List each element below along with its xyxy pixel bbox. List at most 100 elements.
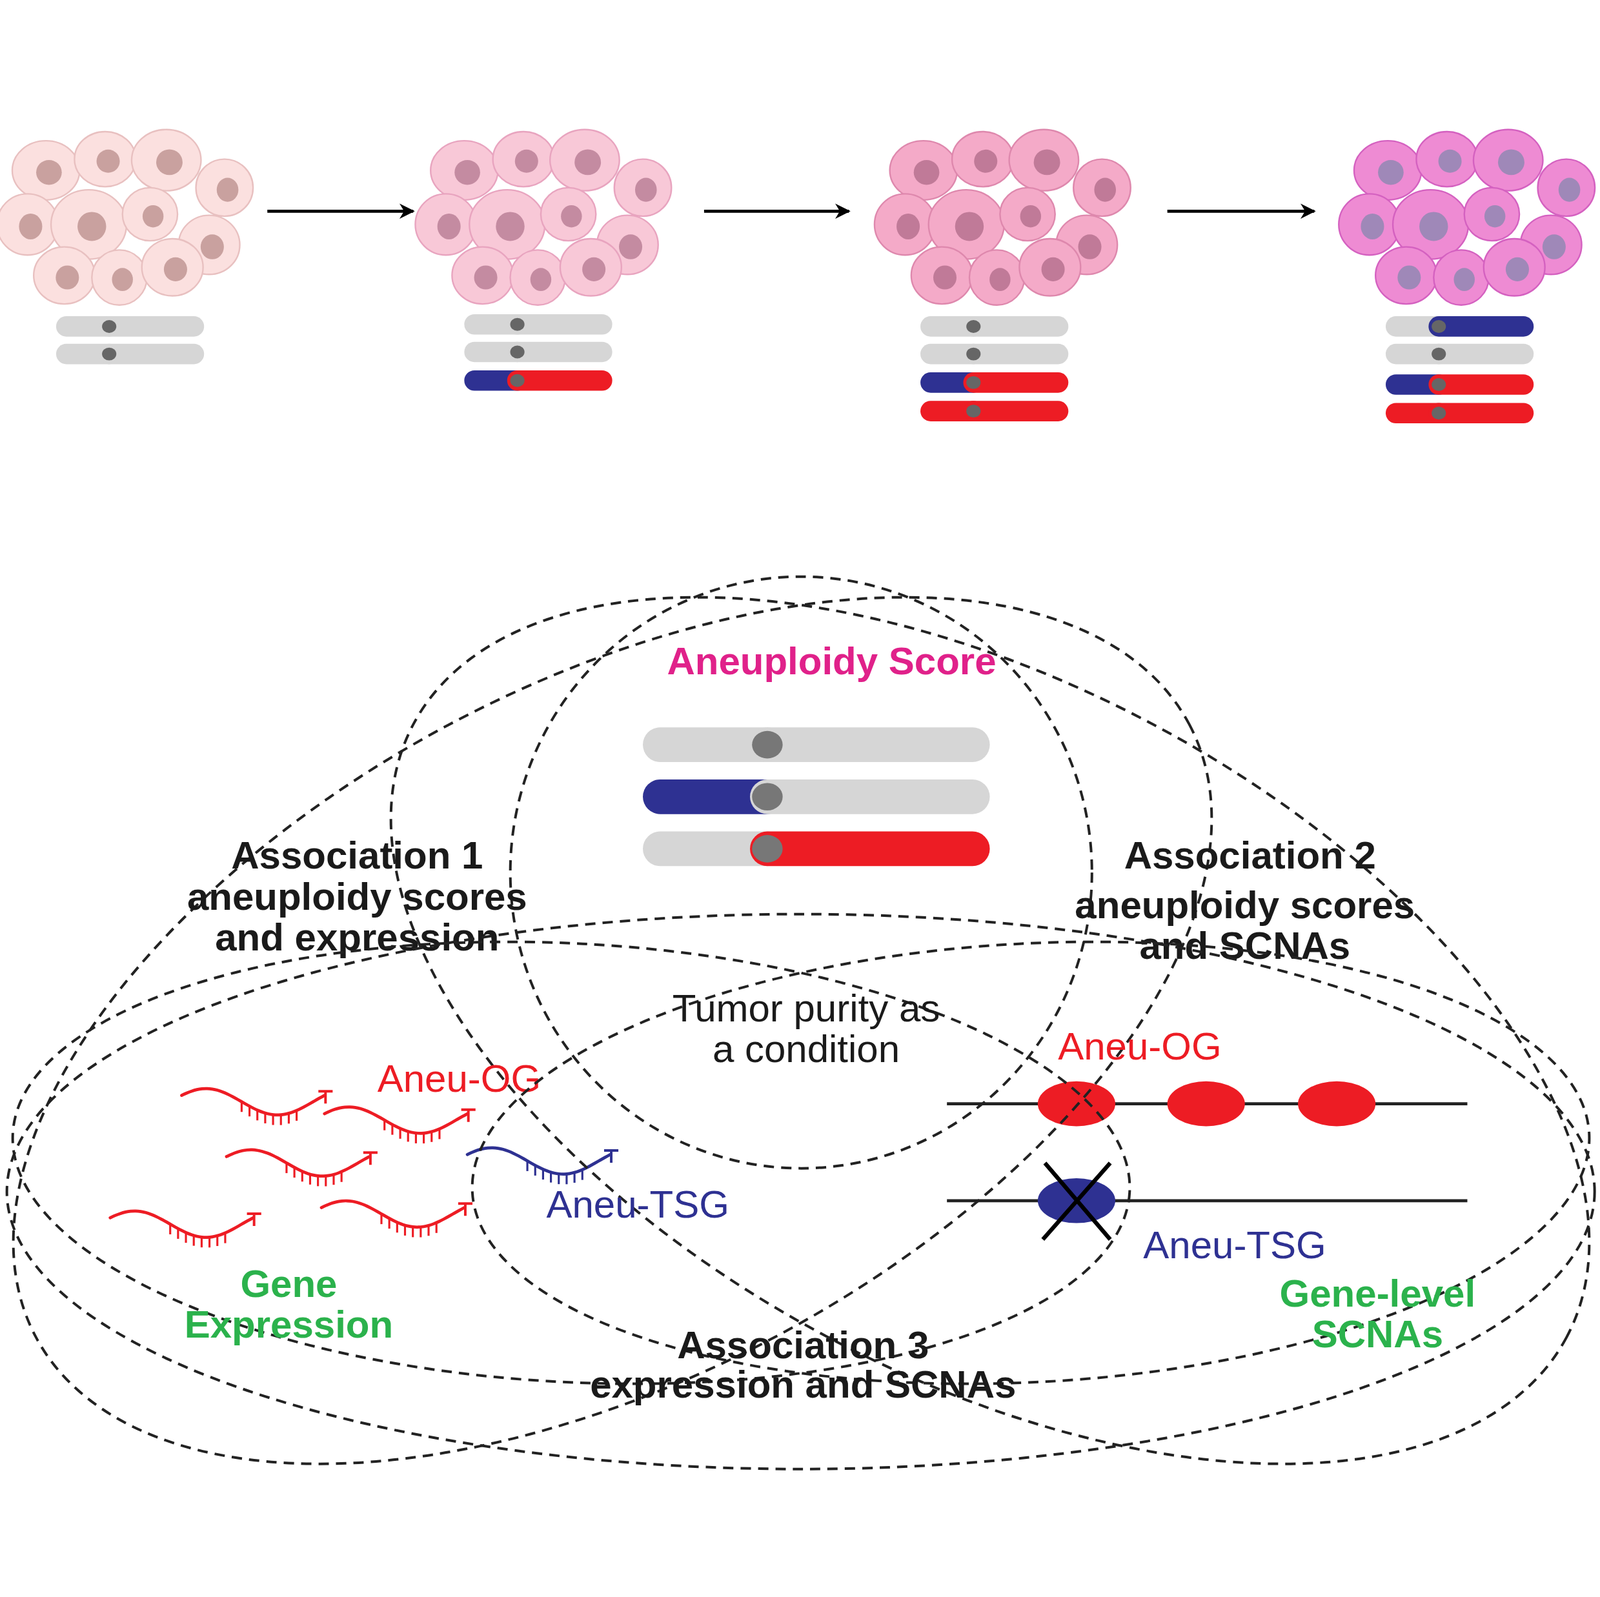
rna-strand — [321, 1201, 465, 1228]
rna-base — [316, 1176, 319, 1187]
cell — [1354, 140, 1422, 201]
nucleus — [36, 160, 62, 186]
rna-base — [435, 1223, 438, 1234]
chromosome-arm — [962, 344, 1069, 365]
nucleus — [18, 213, 42, 240]
rna-cap — [604, 1150, 619, 1164]
cell — [560, 238, 622, 297]
chromosome-arm — [1428, 316, 1534, 337]
centromere — [751, 782, 783, 811]
nucleus — [560, 205, 582, 228]
gene-class-label: Aneu-OG — [377, 1058, 541, 1100]
chromosome-arm — [98, 344, 204, 365]
chromosome-arm — [962, 316, 1069, 337]
chromosome-arm — [1428, 344, 1534, 365]
cell — [540, 187, 596, 241]
rna-base — [263, 1113, 266, 1124]
cell — [1538, 159, 1596, 217]
chromosome-arm — [749, 779, 991, 815]
rna-base — [295, 1110, 298, 1122]
cell — [1433, 249, 1489, 305]
rna-base — [407, 1132, 410, 1143]
nucleus — [582, 257, 606, 282]
cell — [874, 193, 936, 255]
rna-base — [192, 1235, 195, 1247]
cell — [1019, 238, 1081, 297]
cell — [1473, 129, 1544, 192]
rna-base — [411, 1227, 414, 1238]
rna-transcript — [321, 1201, 473, 1238]
rna-base — [340, 1172, 343, 1183]
rna-base — [430, 1132, 433, 1143]
cell — [74, 131, 136, 187]
cell — [951, 131, 1014, 187]
nucleus — [989, 267, 1011, 292]
progression-arrow — [704, 209, 850, 213]
rna-strand — [110, 1211, 254, 1238]
nucleus — [574, 149, 601, 175]
nucleus — [111, 267, 133, 292]
progression-arrow — [267, 209, 414, 213]
chromosome-arm — [749, 727, 991, 763]
rna-base — [287, 1113, 290, 1125]
rna-base — [280, 1115, 283, 1126]
cell — [1338, 193, 1400, 255]
amplified-gene — [1297, 1081, 1376, 1127]
nucleus — [200, 234, 224, 260]
nucleus — [1093, 177, 1116, 202]
rna-base — [396, 1222, 399, 1233]
scna-ellipse: Aneu-OGAneu-TSGGene-level SCNAs — [464, 933, 1598, 1393]
association-text: aneuploidy scores and SCNAs — [1057, 884, 1433, 967]
rna-base — [184, 1232, 187, 1244]
dna-line — [946, 1199, 1468, 1203]
association-title: Association 3 — [677, 1324, 929, 1366]
nucleus — [55, 265, 79, 290]
rna-base — [301, 1171, 304, 1182]
chromosome — [1385, 402, 1534, 424]
rna-base — [388, 1218, 391, 1229]
rna-base — [332, 1174, 335, 1185]
chromosome — [642, 727, 991, 763]
chromosome — [464, 370, 612, 392]
centromere — [1431, 320, 1446, 334]
nucleus — [77, 211, 106, 241]
rna-base — [380, 1214, 383, 1225]
chromosome-arm — [507, 370, 613, 392]
rna-strand — [324, 1107, 468, 1135]
amplified-gene — [1167, 1081, 1246, 1127]
score-title: Aneuploidy Score — [666, 640, 996, 682]
nucleus — [1542, 234, 1566, 260]
rna-cap — [461, 1110, 476, 1123]
cell — [614, 159, 672, 217]
cell — [430, 140, 498, 201]
rna-base — [169, 1224, 172, 1235]
condition-note: Tumor purity as a condition — [662, 988, 950, 1070]
chromosome-arm — [507, 314, 613, 335]
association-text: aneuploidy scores and expression — [169, 876, 545, 958]
chromosome-arm — [642, 831, 785, 867]
rna-base — [293, 1167, 296, 1178]
centromere — [751, 835, 783, 863]
cell — [999, 187, 1055, 241]
deletion-cross — [1043, 1163, 1111, 1240]
nucleus — [1397, 265, 1421, 290]
chromosome — [1385, 316, 1534, 337]
nucleus — [896, 213, 920, 240]
rna-strand — [181, 1088, 325, 1116]
nucleus — [216, 177, 239, 202]
rna-cap — [458, 1203, 473, 1216]
illustration-group — [0, 129, 1595, 1249]
gene-class-label: Aneu-TSG — [546, 1183, 729, 1225]
chromosome — [920, 372, 1069, 394]
node-outline — [4, 933, 1138, 1393]
rna-base — [271, 1115, 274, 1126]
nucleus — [454, 160, 481, 186]
chromosome-arm — [962, 400, 1069, 422]
nucleus — [1484, 205, 1506, 228]
centromere — [1431, 347, 1446, 361]
gene-class-label: Aneu-OG — [1057, 1025, 1222, 1067]
data-type-title: Gene Expression — [159, 1263, 418, 1346]
rna-base — [404, 1225, 406, 1236]
chromosome — [464, 314, 612, 335]
